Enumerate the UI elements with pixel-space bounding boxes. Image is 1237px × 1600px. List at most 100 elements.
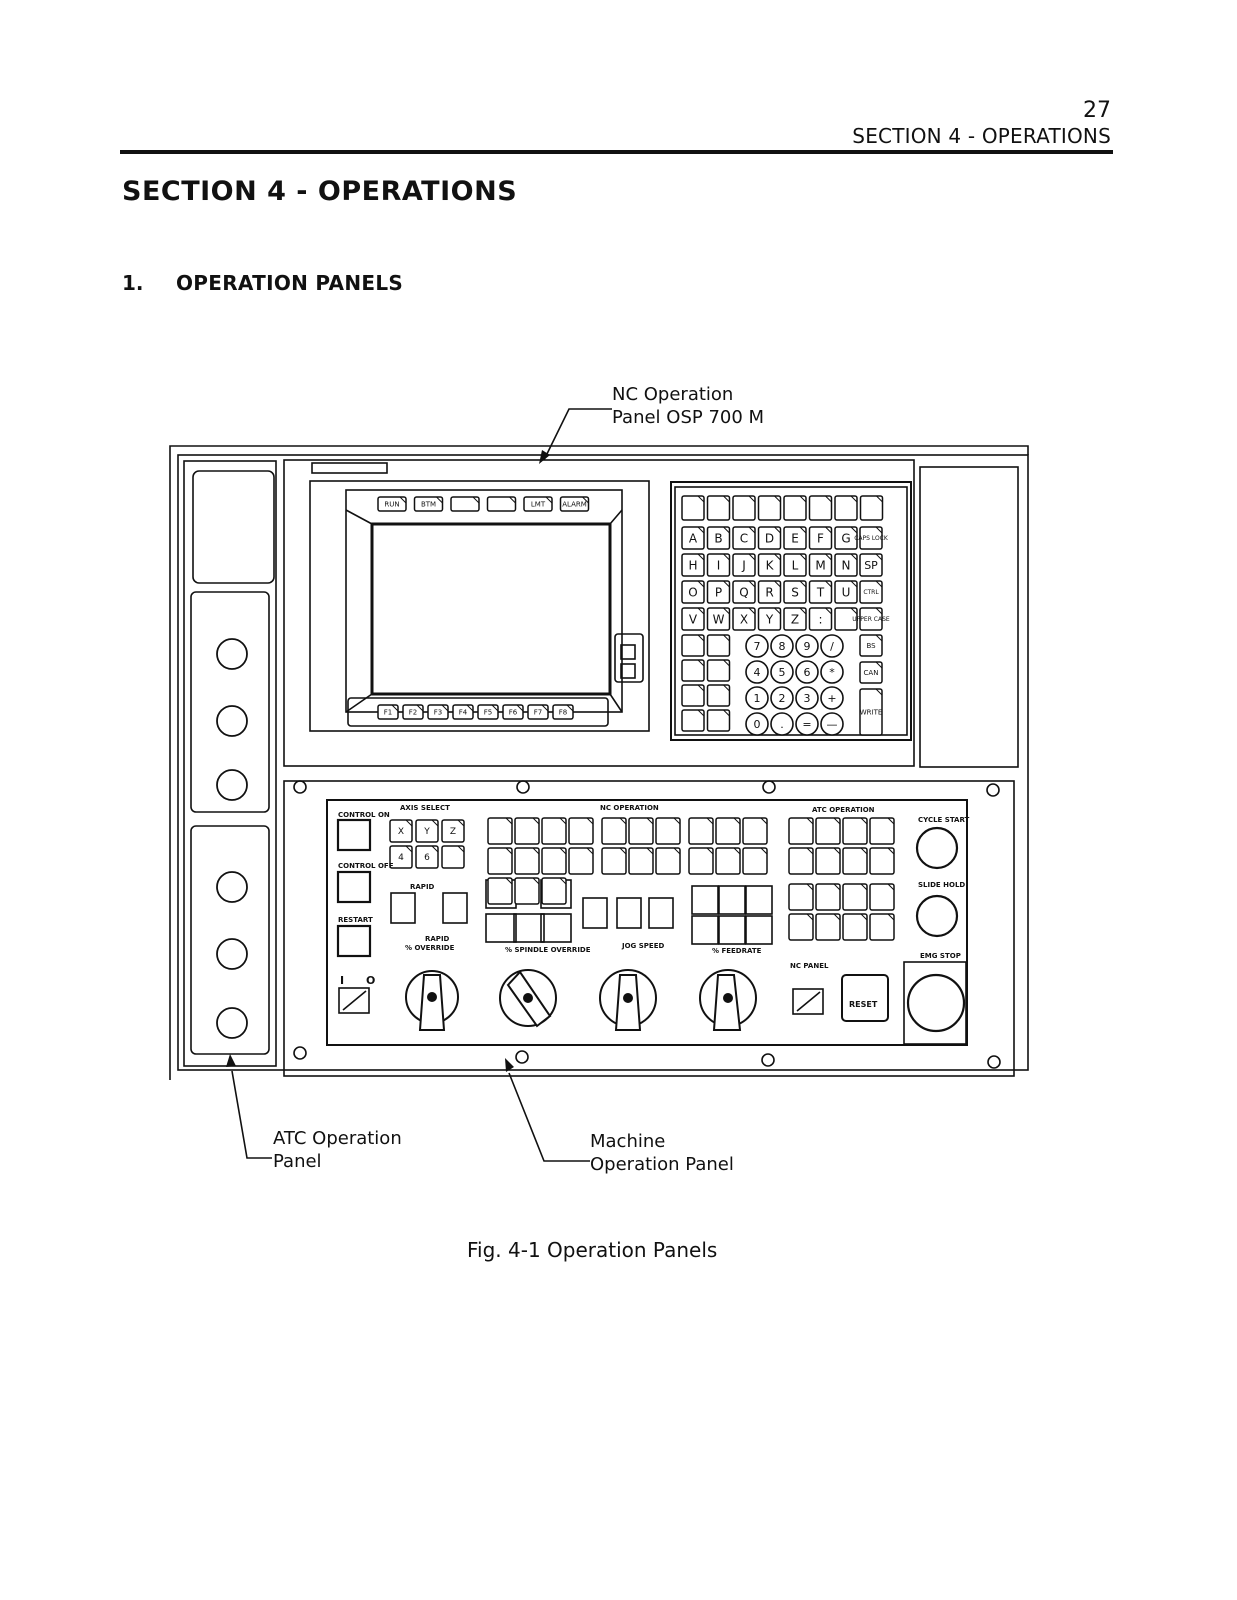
atc-operation-key-0-2[interactable]: [842, 817, 868, 845]
nc-operation-key-1-6[interactable]: [655, 847, 681, 875]
atc-operation-key-2-0[interactable]: [788, 883, 814, 911]
keypad-icon-key-1[interactable]: [681, 495, 705, 521]
nc-operation-key-0-9[interactable]: [742, 817, 768, 845]
atc-operation-key-3-1[interactable]: [815, 913, 841, 941]
keypad-icon-key-2[interactable]: [706, 495, 731, 521]
cursor-key-3-1[interactable]: [706, 709, 731, 732]
nc-operation-key-2-0[interactable]: [487, 877, 513, 905]
nc-operation-key-0-5[interactable]: [628, 817, 654, 845]
screen-key-4[interactable]: [486, 496, 517, 512]
num-key-1-3[interactable]: *: [820, 660, 844, 684]
key-t[interactable]: T: [808, 580, 833, 604]
atc-operation-key-0-0[interactable]: [788, 817, 814, 845]
key-ctrl[interactable]: CTRL: [859, 580, 883, 604]
num-key-3-1[interactable]: .: [770, 712, 794, 736]
rapid-override-dial[interactable]: [405, 970, 459, 1031]
key-v[interactable]: V: [681, 607, 705, 631]
jog-speed-dial[interactable]: [599, 969, 657, 1031]
spindle-cw-button[interactable]: [485, 913, 517, 943]
num-key-1-1[interactable]: 5: [770, 660, 794, 684]
atc-operation-key-0-3[interactable]: [869, 817, 895, 845]
nc-operation-key-0-8[interactable]: [715, 817, 741, 845]
jog-plus-button[interactable]: [648, 897, 674, 929]
restart-button[interactable]: [336, 924, 372, 958]
key-caps-lock[interactable]: CAPS LOCK: [854, 526, 889, 550]
screen-key-1[interactable]: RUN: [377, 496, 407, 512]
key-q[interactable]: Q: [732, 580, 756, 604]
spindle-override-dial[interactable]: [499, 969, 557, 1028]
nc-operation-key-0-6[interactable]: [655, 817, 681, 845]
num-key-0-0[interactable]: 7: [745, 634, 769, 658]
function-key-f4[interactable]: F4: [452, 704, 474, 720]
nc-operation-key-1-4[interactable]: [601, 847, 627, 875]
nc-panel-switch[interactable]: [792, 988, 824, 1015]
atc-operation-key-1-0[interactable]: [788, 847, 814, 875]
key-n[interactable]: N: [834, 553, 858, 577]
nc-operation-key-1-0[interactable]: [487, 847, 513, 875]
function-key-f5[interactable]: F5: [477, 704, 499, 720]
nc-operation-key-1-9[interactable]: [742, 847, 768, 875]
screen-key-6[interactable]: ALARM: [559, 496, 590, 512]
nc-operation-key-0-7[interactable]: [688, 817, 714, 845]
nc-operation-key-1-8[interactable]: [715, 847, 741, 875]
keypad-icon-key-4[interactable]: [757, 495, 782, 521]
axis-key-4[interactable]: 4: [389, 845, 413, 869]
spindle-ccw-button[interactable]: [540, 913, 572, 943]
axis-key-6[interactable]: 6: [415, 845, 439, 869]
function-key-f1[interactable]: F1: [377, 704, 399, 720]
key-h[interactable]: H: [681, 553, 705, 577]
num-key-2-1[interactable]: 2: [770, 686, 794, 710]
nc-operation-key-1-1[interactable]: [514, 847, 540, 875]
mode-button-3[interactable]: [745, 915, 773, 945]
key-colon[interactable]: :: [808, 607, 833, 631]
function-key-f6[interactable]: F6: [502, 704, 524, 720]
control-on-button[interactable]: [336, 818, 372, 852]
keypad-icon-key-7[interactable]: [834, 495, 858, 521]
nc-operation-key-0-1[interactable]: [514, 817, 540, 845]
key-d[interactable]: D: [757, 526, 782, 550]
key-f[interactable]: F: [808, 526, 833, 550]
function-key-f8[interactable]: F8: [552, 704, 574, 720]
function-key-f2[interactable]: F2: [402, 704, 424, 720]
cursor-key-3-0[interactable]: [681, 709, 705, 732]
key-b[interactable]: B: [706, 526, 731, 550]
num-key-0-1[interactable]: 8: [770, 634, 794, 658]
blank-button[interactable]: [745, 885, 773, 915]
keypad-icon-key-8[interactable]: [859, 495, 884, 521]
screen-key-2[interactable]: BTM: [413, 496, 444, 512]
num-key-2-2[interactable]: 3: [795, 686, 819, 710]
cursor-key-0-1[interactable]: [706, 634, 731, 657]
cursor-key-0-0[interactable]: [681, 634, 705, 657]
atc-operation-key-1-2[interactable]: [842, 847, 868, 875]
key-x[interactable]: X: [732, 607, 756, 631]
function-key-f3[interactable]: F3: [427, 704, 449, 720]
key-write[interactable]: WRITE: [859, 688, 883, 736]
cursor-key-2-1[interactable]: [706, 684, 731, 707]
key-a[interactable]: A: [681, 526, 705, 550]
key-g[interactable]: G: [834, 526, 858, 550]
nc-operation-key-0-3[interactable]: [568, 817, 594, 845]
atc-operation-key-1-3[interactable]: [869, 847, 895, 875]
num-key-0-2[interactable]: 9: [795, 634, 819, 658]
nc-operation-key-1-2[interactable]: [541, 847, 567, 875]
keypad-icon-key-3[interactable]: [732, 495, 756, 521]
num-key-2-0[interactable]: 1: [745, 686, 769, 710]
function-key-f7[interactable]: F7: [527, 704, 549, 720]
key-j[interactable]: J: [732, 553, 756, 577]
key-l[interactable]: L: [783, 553, 807, 577]
key-w[interactable]: W: [706, 607, 731, 631]
cursor-key-2-0[interactable]: [681, 684, 705, 707]
feedrate-dial[interactable]: [699, 969, 757, 1031]
axis-key-Y[interactable]: Y: [415, 819, 439, 843]
spindle-stop-button[interactable]: [513, 913, 545, 943]
nc-operation-key-0-4[interactable]: [601, 817, 627, 845]
light-button[interactable]: [691, 885, 719, 915]
nc-operation-key-2-2[interactable]: [541, 877, 567, 905]
mode-button-1[interactable]: [691, 915, 719, 945]
key-can[interactable]: CAN: [859, 661, 883, 684]
cursor-key-1-1[interactable]: [706, 659, 731, 682]
key-s[interactable]: S: [783, 580, 807, 604]
keypad-icon-key-5[interactable]: [783, 495, 807, 521]
key-k[interactable]: K: [757, 553, 782, 577]
key-p[interactable]: P: [706, 580, 731, 604]
